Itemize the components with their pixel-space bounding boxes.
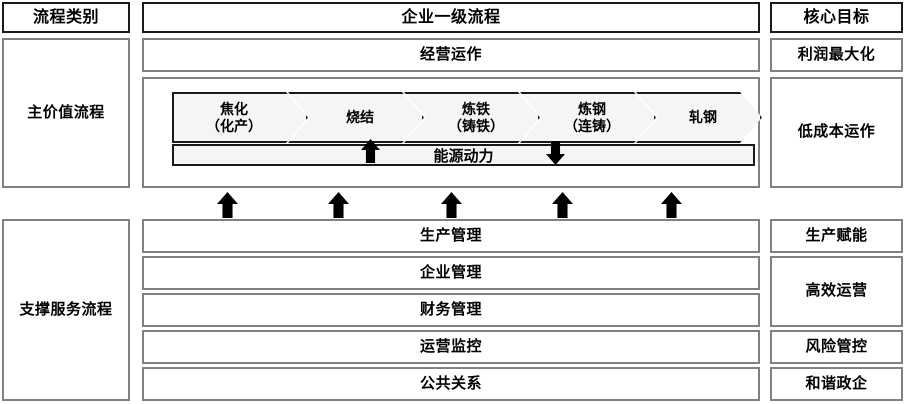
process-business-operation-label: 经营运作: [419, 45, 482, 63]
process-operations-monitoring-label: 运营监控: [419, 337, 482, 355]
chevron-steelmaking-line2: （连铸）: [564, 117, 620, 134]
chevron-sintering-line1: 烧结: [346, 109, 374, 126]
arrow-up-icon-support-5: [661, 192, 682, 218]
goal-cell-production-empowerment: 生产赋能: [770, 219, 903, 253]
process-row-business-operation: 经营运作: [142, 38, 760, 72]
header-goal-label: 核心目标: [803, 8, 870, 26]
chevron-coking-line2: （化产）: [206, 117, 262, 134]
goal-efficient-operation-label: 高效运营: [805, 282, 868, 300]
process-row-operations-monitoring: 运营监控: [142, 330, 760, 364]
goal-low-cost-operation-label: 低成本运作: [797, 123, 876, 141]
header-main-label: 企业一级流程: [401, 8, 501, 26]
process-row-enterprise-management: 企业管理: [142, 256, 760, 290]
chevron-steelmaking[interactable]: 炼钢 （连铸）: [520, 92, 656, 143]
chevron-ironmaking[interactable]: 炼铁 （铸铁）: [404, 92, 540, 143]
process-public-relations-label: 公共关系: [419, 374, 482, 392]
goal-production-empowerment-label: 生产赋能: [805, 226, 868, 244]
chevron-coking-label: 焦化 （化产）: [206, 101, 262, 135]
arrow-up-icon-support-4: [552, 192, 573, 218]
chevron-ironmaking-line2: （铸铁）: [448, 117, 504, 134]
goal-cell-low-cost-operation: 低成本运作: [770, 77, 903, 188]
goal-harmonious-gov-enterprise-label: 和谐政企: [805, 374, 868, 392]
goal-risk-control-label: 风险管控: [805, 337, 868, 355]
category-support-label: 支撑服务流程: [19, 300, 113, 318]
chevron-steelmaking-line1: 炼钢: [578, 100, 606, 117]
goal-cell-profit-maximization: 利润最大化: [770, 38, 903, 72]
header-cell-main: 企业一级流程: [142, 2, 760, 33]
header-cell-category: 流程类别: [2, 2, 130, 33]
process-enterprise-management-label: 企业管理: [419, 263, 482, 281]
category-cell-support: 支撑服务流程: [2, 219, 130, 401]
chevron-coking[interactable]: 焦化 （化产）: [172, 92, 308, 143]
category-cell-primary: 主价值流程: [2, 38, 130, 188]
chevron-ironmaking-line1: 炼铁: [462, 100, 490, 117]
chevron-coking-line1: 焦化: [220, 100, 248, 117]
process-production-management-label: 生产管理: [419, 226, 482, 244]
energy-power-bar[interactable]: 能源动力: [172, 144, 755, 166]
chevron-rolling-line1: 轧钢: [689, 109, 717, 126]
header-category-label: 流程类别: [32, 8, 99, 26]
chevron-ironmaking-label: 炼铁 （铸铁）: [448, 101, 504, 135]
goal-cell-risk-control: 风险管控: [770, 330, 903, 364]
process-row-production-management: 生产管理: [142, 219, 760, 253]
energy-power-label: 能源动力: [433, 147, 494, 165]
category-primary-label: 主价值流程: [27, 103, 105, 121]
goal-cell-efficient-operation: 高效运营: [770, 256, 903, 327]
chevron-sintering-label: 烧结: [346, 109, 374, 126]
arrow-up-icon-support-1: [217, 192, 238, 218]
goal-cell-harmonious-gov-enterprise: 和谐政企: [770, 367, 903, 401]
header-cell-goal: 核心目标: [770, 2, 903, 33]
arrow-up-icon-support-2: [328, 192, 349, 218]
chevron-sintering[interactable]: 烧结: [288, 92, 424, 143]
process-row-public-relations: 公共关系: [142, 367, 760, 401]
process-row-finance-management: 财务管理: [142, 293, 760, 327]
goal-profit-maximization-label: 利润最大化: [797, 45, 876, 63]
chevron-rolling-label: 轧钢: [689, 109, 717, 126]
chevron-steelmaking-label: 炼钢 （连铸）: [564, 101, 620, 135]
arrow-up-icon-support-3: [441, 192, 462, 218]
process-finance-management-label: 财务管理: [419, 300, 482, 318]
